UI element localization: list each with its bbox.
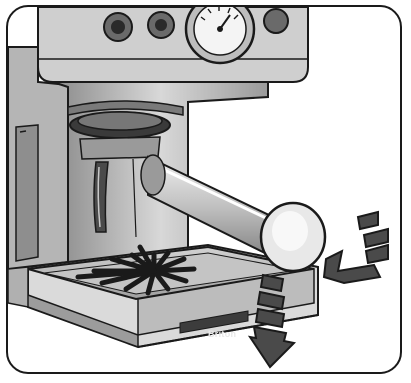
brand-label: Briton [208,329,236,339]
control-panel [38,7,308,82]
machine-base-left [8,267,28,307]
knob-right-icon [264,9,288,33]
pressure-gauge-icon [186,7,254,63]
illustration-frame: Briton [6,5,402,374]
arrow-right-icon [324,212,388,283]
espresso-machine-illustration [8,7,402,374]
